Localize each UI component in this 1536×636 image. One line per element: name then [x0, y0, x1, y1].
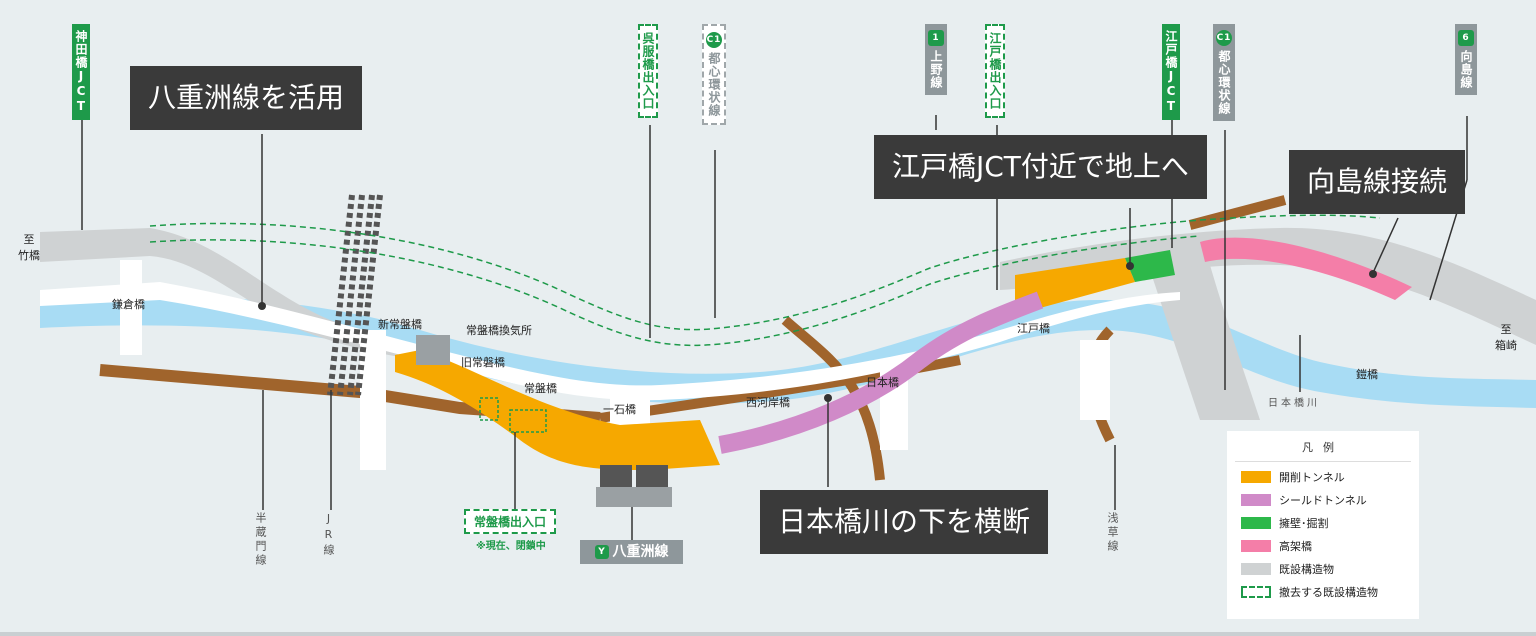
label-to-takebashi: 至 竹橋 — [18, 233, 40, 262]
asakusa-line-label: 浅草線 — [1106, 512, 1119, 554]
surface-road-shin-tokiwabashi — [360, 330, 386, 470]
legend-label: 開削トンネル — [1279, 471, 1345, 484]
retaining-wall-trench — [1125, 250, 1175, 282]
legend-label: 高架橋 — [1279, 540, 1312, 553]
removed-structure-outline — [149, 214, 1381, 331]
shield-tunnel — [718, 291, 1044, 454]
tokiwabashi-ventilation — [416, 335, 450, 365]
label-edobashi: 江戸橋 — [1017, 322, 1050, 335]
jr-line-label: JR線 — [322, 512, 335, 558]
leader-dot-edobashi — [1126, 262, 1134, 270]
gofukubashi-ramp-label: 呉服橋出入口 — [638, 24, 658, 118]
leader-lines — [81, 115, 1468, 540]
legend-swatch — [1241, 540, 1271, 552]
legend-title: 凡例 — [1235, 431, 1411, 462]
surface-road-main — [40, 282, 1180, 401]
removed-ramp-right — [509, 409, 547, 433]
jr-tracks — [327, 194, 383, 396]
legend-swatch — [1241, 586, 1271, 598]
hibiya-line-tunnel — [1188, 195, 1287, 230]
label-kamakurabashi: 鎌倉橋 — [112, 298, 145, 311]
tokiwabashi-ramp-label: 常盤橋出入口 — [464, 509, 557, 534]
yaesu-line-text: 八重洲線 — [612, 544, 669, 560]
legend-label: 既設構造物 — [1279, 563, 1334, 576]
label-ichikokubashi: 一石橋 — [603, 403, 636, 416]
kandabashi-jct-label: 神田橋JCT — [72, 24, 90, 120]
legend-item: 擁壁･掘割 — [1241, 515, 1419, 531]
yaesu-portal-right — [636, 465, 668, 487]
legend-item: 開削トンネル — [1241, 469, 1419, 485]
callout-edobashi: 江戸橋JCT付近で地上へ — [874, 135, 1207, 199]
label-nihonbashi-river: 日本橋川 — [1268, 398, 1320, 409]
legend-swatch — [1241, 563, 1271, 575]
c1-right-text: 都心環状線 — [1217, 50, 1231, 115]
elevated-bridge — [1200, 237, 1412, 300]
legend: 凡例 開削トンネルシールドトンネル擁壁･掘割高架橋既設構造物撤去する既設構造物 — [1227, 431, 1419, 619]
label-shin-tokiwabashi: 新常盤橋 — [378, 318, 422, 331]
legend-item: 既設構造物 — [1241, 561, 1419, 577]
legend-item: シールドトンネル — [1241, 492, 1419, 508]
cut-and-cover-tunnel-west — [395, 350, 720, 470]
leader-dot-mukojima — [1369, 270, 1377, 278]
legend-label: 撤去する既設構造物 — [1279, 586, 1378, 599]
legend-swatch — [1241, 517, 1271, 529]
label-tokiwabashi: 常盤橋 — [524, 382, 557, 395]
ueno-line-label: 1 上野線 — [925, 24, 947, 95]
callout-nihonbashi-river: 日本橋川の下を横断 — [760, 490, 1049, 554]
bottom-divider — [0, 632, 1536, 636]
label-to-hakozaki: 至 箱崎 — [1495, 323, 1517, 352]
leader-dot-yaesu — [258, 302, 266, 310]
route-6-badge-icon: 6 — [1458, 30, 1474, 46]
nihonbashi-river — [40, 296, 1536, 408]
cut-and-cover-tunnel-east — [1015, 258, 1135, 308]
surface-road-edobashi — [1080, 340, 1110, 420]
callout-yaesu: 八重洲線を活用 — [130, 66, 363, 130]
c1-right-label: C1 都心環状線 — [1213, 24, 1235, 121]
existing-road-c1-right — [1150, 265, 1260, 420]
label-nihonbashi: 日本橋 — [866, 376, 899, 389]
legend-label: シールドトンネル — [1279, 494, 1367, 507]
label-yoroibashi: 鎧橋 — [1356, 368, 1378, 381]
tokiwabashi-ramp-note: ※現在、閉鎖中 — [476, 541, 546, 552]
mukojima-line-text: 向島線 — [1459, 50, 1473, 89]
legend-label: 擁壁･掘割 — [1279, 517, 1329, 530]
label-kyu-tokiwabashi: 旧常磐橋 — [461, 356, 505, 369]
ueno-line-text: 上野線 — [929, 50, 943, 89]
edobashi-ramp-label: 江戸橋出入口 — [985, 24, 1005, 118]
c1-left-label: C1 都心環状線 — [702, 24, 726, 125]
legend-item: 撤去する既設構造物 — [1241, 584, 1419, 600]
leader-dot-river — [824, 394, 832, 402]
yaesu-portal-base — [596, 487, 672, 507]
mukojima-line-label: 6 向島線 — [1455, 24, 1477, 95]
legend-rows: 開削トンネルシールドトンネル擁壁･掘割高架橋既設構造物撤去する既設構造物 — [1227, 469, 1419, 600]
surface-road-kamakurabashi — [120, 260, 142, 355]
hanzomon-line-label: 半蔵門線 — [254, 512, 267, 568]
yaesu-badge-icon: Y — [594, 545, 609, 559]
label-tokiwabashi-kanki: 常盤橋換気所 — [466, 324, 532, 337]
legend-swatch — [1241, 471, 1271, 483]
legend-item: 高架橋 — [1241, 538, 1419, 554]
legend-swatch — [1241, 494, 1271, 506]
c1-left-text: 都心環状線 — [707, 52, 721, 117]
c1-badge-icon: C1 — [706, 32, 722, 48]
removed-structure-outline-2 — [149, 235, 1201, 347]
edobashi-jct-label: 江戸橋JCT — [1162, 24, 1180, 120]
yaesu-portal-left — [600, 465, 632, 487]
c1-badge-icon: C1 — [1216, 30, 1232, 46]
label-nishi-kashibashi: 西河岸橋 — [746, 396, 790, 409]
callout-mukojima: 向島線接続 — [1289, 150, 1466, 214]
route-1-badge-icon: 1 — [928, 30, 944, 46]
